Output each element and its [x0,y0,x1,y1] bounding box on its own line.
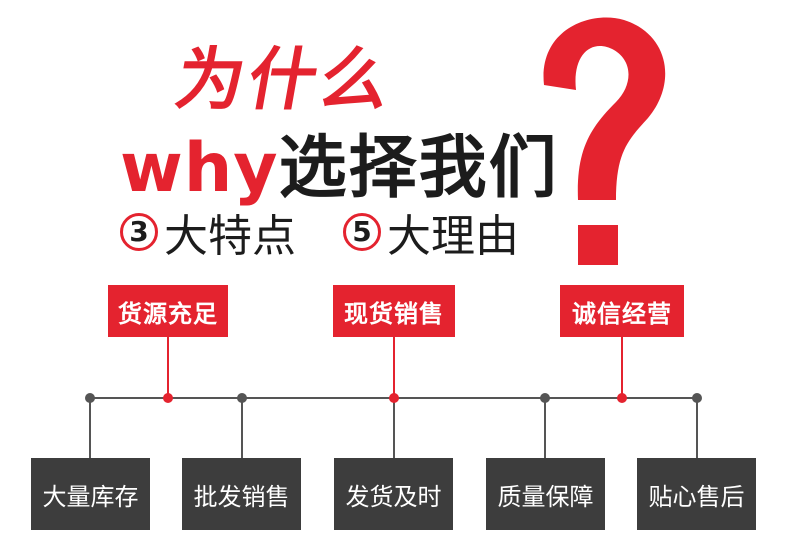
node-dot [692,393,702,403]
node-dot-red [163,393,173,403]
headline-why-en: why [120,129,279,208]
subtitle-features: 3 大特点 [120,200,296,264]
reason-box-2: 批发销售 [182,458,301,530]
question-mark-icon [543,17,666,265]
reason-box-4: 质量保障 [486,458,605,530]
subtitle-reasons-label: 大理由 [387,211,519,262]
feature-box-1: 货源充足 [108,285,228,337]
feature-box-3: 诚信经营 [560,285,684,337]
headline-choose-us-cn: 选择我们 [278,129,559,208]
node-dot-red [617,393,627,403]
subtitle-features-label: 大特点 [164,211,296,262]
node-dot [237,393,247,403]
number-circle-5: 5 [343,213,381,251]
reason-box-5: 贴心售后 [637,458,756,530]
reason-box-1: 大量库存 [31,458,150,530]
subtitle-reasons: 5 大理由 [343,200,519,264]
feature-box-2: 现货销售 [333,285,455,337]
headline-choose-us: why选择我们 [120,112,559,211]
reason-box-3: 发货及时 [334,458,453,530]
node-dot [85,393,95,403]
node-dot [540,393,550,403]
number-circle-3: 3 [120,213,158,251]
node-dot-red [389,393,399,403]
